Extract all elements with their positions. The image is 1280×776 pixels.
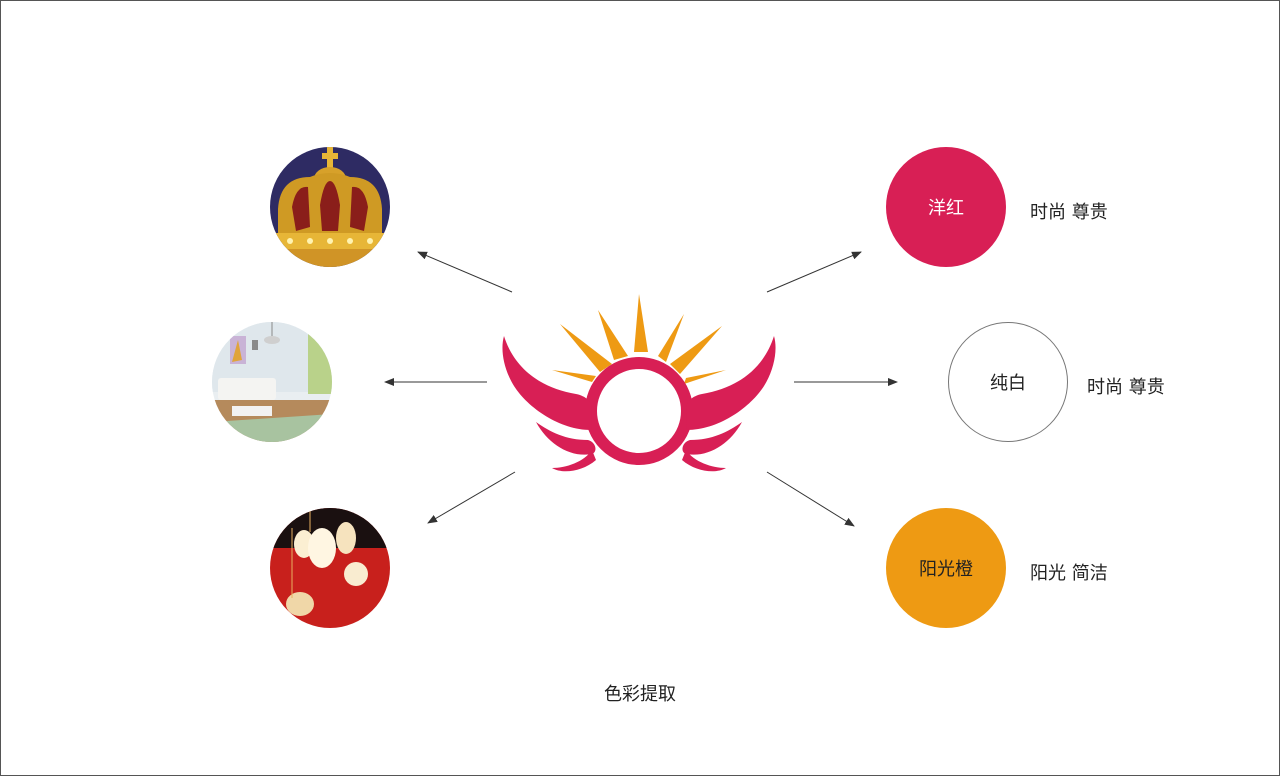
- swatch-orange-label: 阳光橙: [919, 559, 973, 580]
- swatch-white: 纯白: [948, 322, 1068, 442]
- swatch-magenta: 洋红: [886, 147, 1006, 267]
- arrow-to-crown: [417, 251, 513, 293]
- caption: 色彩提取: [604, 684, 676, 705]
- pendant-lamps-photo: [270, 508, 390, 628]
- swatch-white-label: 纯白: [990, 373, 1026, 394]
- swatch-magenta-description: 时尚 尊贵: [1030, 202, 1108, 223]
- swatch-orange: 阳光橙: [886, 508, 1006, 628]
- arrow-to-orange: [766, 471, 855, 527]
- brand-logo: [502, 294, 776, 472]
- arrow-to-magenta: [766, 251, 862, 293]
- swatch-magenta-label: 洋红: [928, 198, 964, 219]
- logo-ring: [585, 357, 693, 465]
- right-wing: [682, 336, 776, 472]
- living-room-photo: [212, 322, 332, 442]
- crown-photo: [270, 147, 390, 267]
- swatch-white-description: 时尚 尊贵: [1087, 377, 1165, 398]
- arrow-to-lamps: [427, 471, 516, 524]
- left-wing: [502, 336, 596, 472]
- swatch-orange-description: 阳光 简洁: [1030, 563, 1108, 584]
- sun-rays: [552, 294, 726, 384]
